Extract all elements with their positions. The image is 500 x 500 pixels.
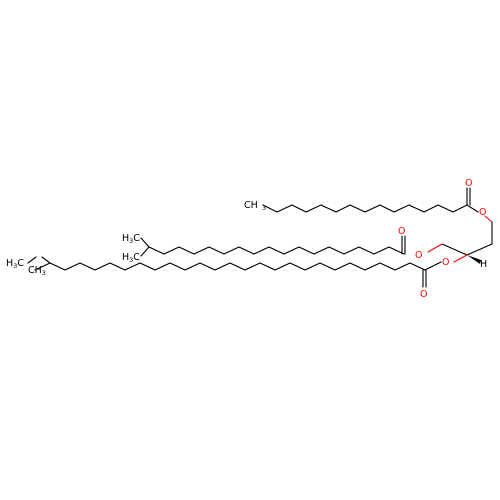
glycerol-backbone [427, 243, 493, 264]
carbonyl-oxygen-middle: O [398, 226, 405, 237]
top-chain-methyl-label: CHH [244, 200, 258, 211]
carbonyl-oxygen-top: O [465, 178, 472, 189]
ester-oxygen-middle: O [415, 250, 422, 261]
acyl-chain-top [262, 187, 479, 213]
bottom-methyl-ethyl: H3C [6, 258, 24, 270]
middle-methyl-lower: H3C [122, 252, 140, 264]
bottom-methyl-branch: CH3 [28, 265, 46, 277]
acyl-chain-bottom [27, 256, 442, 288]
stereo-hydrogen: H [480, 259, 487, 270]
top-chain-methyl-sub: 3 [262, 204, 266, 212]
stereo-wedge [467, 255, 481, 264]
acyl-chain-middle [140, 235, 406, 257]
ester-oxygen-top: O [479, 207, 486, 218]
carbonyl-oxygen-bottom: O [420, 289, 427, 300]
middle-methyl-upper: H3C [122, 233, 140, 245]
ester-oxygen-bottom: O [442, 257, 449, 268]
